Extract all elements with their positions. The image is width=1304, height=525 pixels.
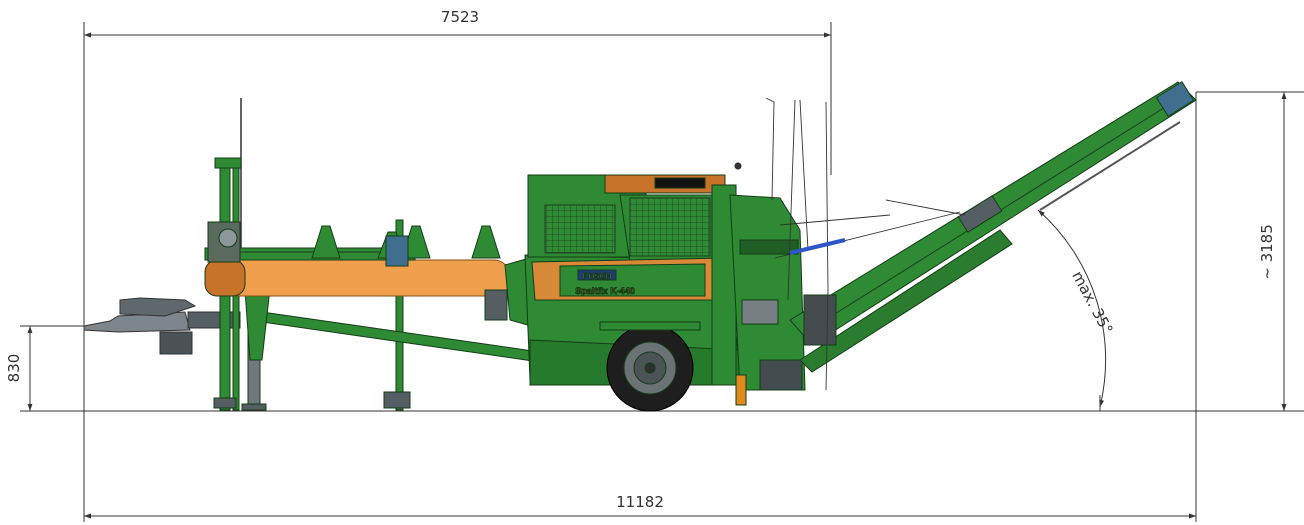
cables (765, 97, 966, 391)
brand-logo: POSCH (583, 272, 612, 281)
machine-body: POSCH Spaltfix K-440 (524, 162, 806, 406)
dimension-angle-arc (1037, 209, 1107, 408)
splitting-trough (204, 221, 511, 321)
dimension-angle-label: max. 35° (1068, 268, 1116, 337)
dimension-top-length-label: 7523 (441, 8, 479, 26)
tow-hitch (83, 297, 241, 355)
dimension-hitch-height-label: 830 (5, 354, 23, 383)
hydraulic-hose (789, 238, 846, 255)
dimension-total-length-label: 11182 (616, 493, 664, 511)
model-label: Spaltfix K-440 (575, 286, 635, 296)
conveyor (789, 81, 1197, 373)
dimension-height-label: ~ 3185 (1258, 224, 1276, 280)
firewood-processor: POSCH Spaltfix K-440 (83, 81, 1197, 412)
dimension-lines (20, 22, 1304, 522)
wheel (599, 321, 701, 412)
